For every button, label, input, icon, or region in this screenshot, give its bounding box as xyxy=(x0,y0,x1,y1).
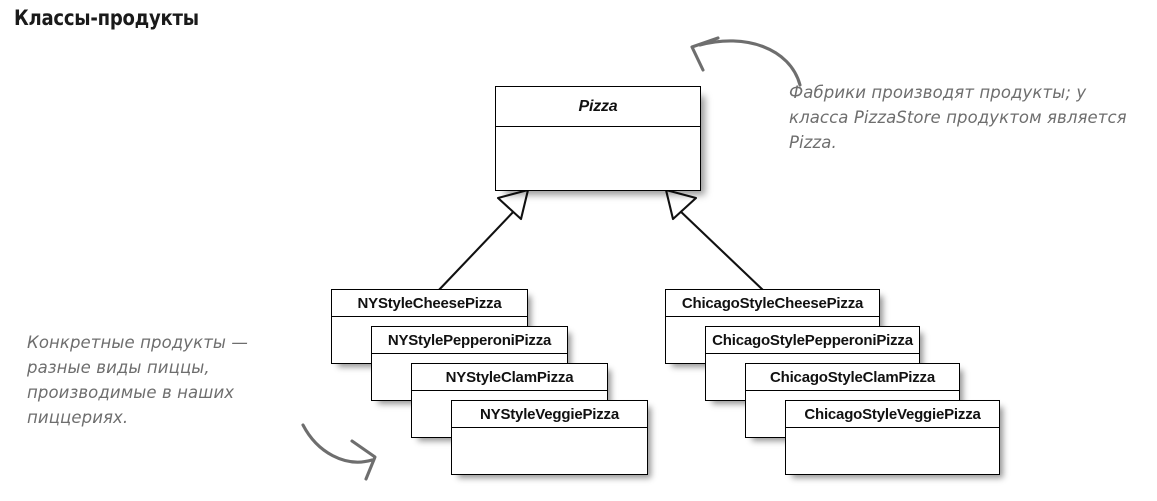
class-name-nystylecheesepizza: NYStyleCheesePizza xyxy=(332,290,527,317)
class-name-chicagostylecheesepizza: ChicagoStyleCheesePizza xyxy=(666,290,879,317)
class-name-pizza: Pizza xyxy=(496,87,700,127)
annotation-right: Фабрики производят продукты; у класса Pi… xyxy=(789,83,1127,152)
class-box-pizza[interactable]: Pizza xyxy=(495,86,701,191)
inheritance-arrowhead-ny xyxy=(496,188,530,221)
class-name-nystyleclampizza: NYStyleClamPizza xyxy=(412,364,607,391)
class-body-pizza xyxy=(496,127,700,190)
annotation-left: Конкретные продукты — разные виды пиццы,… xyxy=(27,333,248,427)
class-name-chicagostyleclampizza: ChicagoStyleClamPizza xyxy=(746,364,959,391)
class-name-nystylepepperonipizza: NYStylePepperoniPizza xyxy=(372,327,567,354)
class-name-nystyleveggiepizza: NYStyleVeggiePizza xyxy=(452,401,647,428)
callout-arrowhead-left xyxy=(350,439,377,481)
callout-arrow-left xyxy=(301,423,374,464)
class-body-nystyleveggiepizza xyxy=(452,428,647,474)
inheritance-line-ny xyxy=(435,207,518,294)
class-body-chicagostyleveggiepizza xyxy=(786,428,999,474)
page-title: Классы-продукты xyxy=(14,6,199,30)
inheritance-arrowhead-chicago xyxy=(664,188,698,221)
class-box-chicagostyleveggiepizza[interactable]: ChicagoStyleVeggiePizza xyxy=(785,400,1000,475)
class-name-chicagostyleveggiepizza: ChicagoStyleVeggiePizza xyxy=(786,401,999,428)
callout-arrow-right xyxy=(698,39,802,87)
inheritance-line-chicago xyxy=(676,207,767,294)
class-box-nystyleveggiepizza[interactable]: NYStyleVeggiePizza xyxy=(451,400,648,475)
callout-arrowhead-right xyxy=(690,36,720,72)
class-name-chicagostylepepperonipizza: ChicagoStylePepperoniPizza xyxy=(706,327,919,354)
